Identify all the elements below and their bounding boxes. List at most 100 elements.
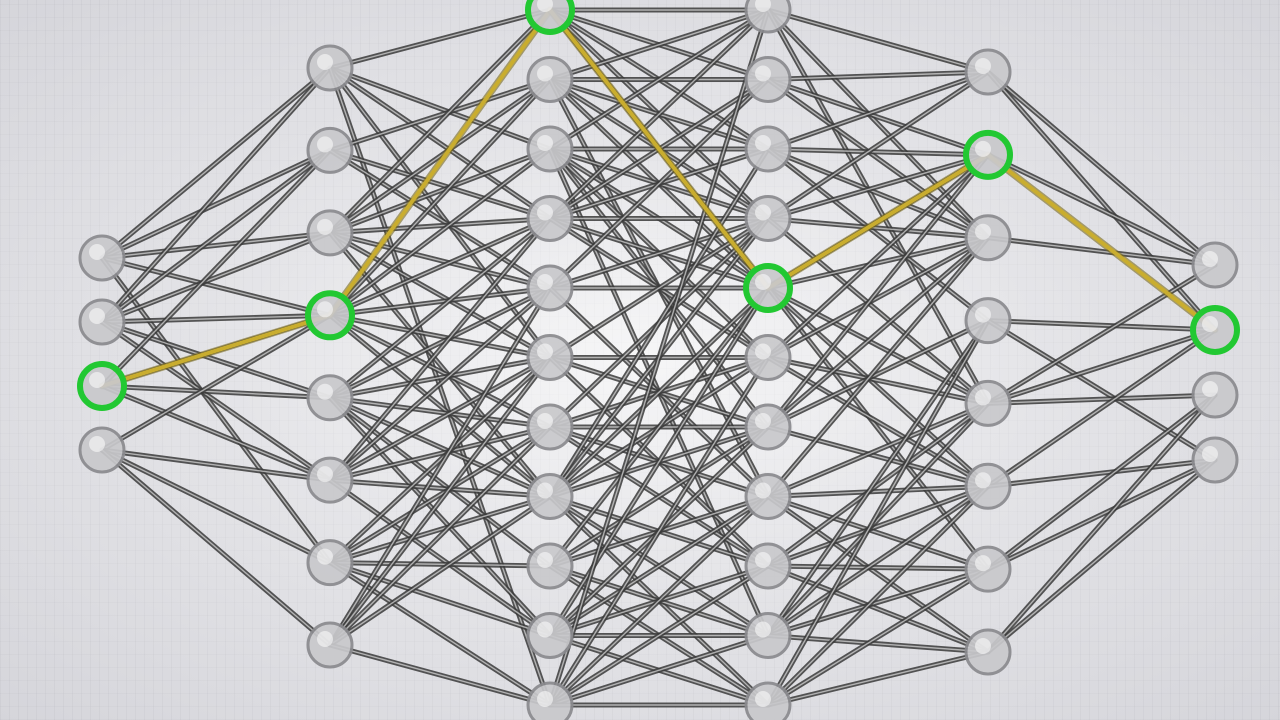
connection-edge-inner xyxy=(987,264,1216,405)
network-node-highlight xyxy=(317,548,333,565)
connection-edge-inner xyxy=(767,9,989,73)
connection-edge-inner xyxy=(329,397,551,567)
network-node-highlight xyxy=(537,135,553,151)
highlighted-edge xyxy=(100,313,332,388)
connection-edge-inner xyxy=(329,397,551,498)
highlighted-node-ring xyxy=(525,0,575,35)
network-node-highlight xyxy=(1202,446,1218,462)
connection-edge-inner xyxy=(767,71,989,150)
connection-edge-inner xyxy=(767,148,989,156)
connection-edge-inner xyxy=(329,218,551,481)
network-node-highlight xyxy=(975,389,991,406)
connection-edge-inner xyxy=(329,217,551,316)
connection-edge-inner xyxy=(767,78,989,156)
connection-edge-inner xyxy=(549,9,769,150)
highlighted-node-ring xyxy=(743,263,793,313)
connection-edge-inner xyxy=(767,319,989,428)
connection-edge-inner xyxy=(549,217,769,289)
highlighted-edge xyxy=(548,8,770,290)
connection-edge-inner xyxy=(329,287,551,481)
connection-edge-inner xyxy=(101,232,331,323)
network-node-highlight xyxy=(317,136,333,153)
highlighted-edge xyxy=(986,152,1217,332)
connection-edge-inner xyxy=(329,9,551,69)
connection-edge-inner xyxy=(329,287,551,316)
connection-edge-inner xyxy=(101,67,331,259)
connection-edge-inner xyxy=(549,565,769,706)
network-node-highlight xyxy=(1202,316,1218,332)
connection-edge-inner xyxy=(329,495,551,564)
network-node-highlight xyxy=(537,691,553,707)
network-node-highlight xyxy=(755,413,771,429)
connection-edge-inner xyxy=(329,356,551,399)
network-node-highlight xyxy=(317,54,333,70)
connection-edge-inner xyxy=(329,561,551,706)
highlighted-edge-group xyxy=(98,6,1219,390)
connection-edge-inner xyxy=(767,237,989,428)
connection-edge-inner xyxy=(329,356,551,481)
connection-edge-inner xyxy=(549,9,769,81)
connection-edge-inner xyxy=(767,402,989,567)
connection-edge-inner xyxy=(329,217,551,399)
connection-edge-inner xyxy=(767,71,989,220)
connection-edge-inner xyxy=(767,485,989,498)
connection-edge-inner xyxy=(329,79,551,316)
connection-edge-inner xyxy=(767,148,989,322)
connection-edge-inner xyxy=(987,329,1216,405)
connection-edge-inner xyxy=(767,356,989,405)
connection-edge-inner xyxy=(549,287,769,498)
network-node-highlight xyxy=(755,135,771,151)
connection-edge-inner xyxy=(329,426,551,564)
network-node-highlight xyxy=(317,301,333,318)
connection-edge-inner xyxy=(549,148,769,497)
connection-edge-inner xyxy=(329,78,551,234)
connection-edge-inner xyxy=(767,217,989,239)
network-node-highlight xyxy=(975,58,991,74)
connection-edge-inner xyxy=(101,149,331,259)
network-node-highlight xyxy=(975,223,991,240)
network-node-highlight xyxy=(1202,251,1218,267)
connection-edge-inner xyxy=(329,287,551,646)
network-node-highlight xyxy=(537,65,553,82)
connection-edge-inner xyxy=(767,568,989,637)
connection-edge-inner xyxy=(549,287,769,567)
connection-edge-inner xyxy=(767,485,989,567)
network-node-highlight xyxy=(755,552,771,568)
connection-edge-inner xyxy=(101,257,331,316)
connection-edge-inner xyxy=(101,449,331,481)
connection-edge-inner xyxy=(987,459,1216,653)
connection-edge-inner xyxy=(767,402,989,498)
connection-edge-inner xyxy=(329,149,551,220)
connection-edge-inner xyxy=(329,479,551,637)
connection-edge-inner xyxy=(987,394,1216,405)
connection-edge-inner xyxy=(329,148,551,234)
connection-edge-inner xyxy=(329,67,551,220)
highlighted-node-ring xyxy=(1190,305,1240,355)
connection-edge-inner xyxy=(767,320,989,636)
network-node-highlight xyxy=(537,343,553,360)
network-node-highlight xyxy=(755,343,771,360)
network-node-highlight xyxy=(975,472,991,489)
network-node-highlight xyxy=(537,552,553,568)
connection-edge-inner xyxy=(329,356,551,564)
edge-group xyxy=(99,7,1218,708)
connection-edge-inner xyxy=(767,154,989,359)
connection-edge-inner xyxy=(101,314,331,323)
network-node-highlight xyxy=(537,204,553,221)
network-node-highlight xyxy=(317,466,333,483)
connection-edge-inner xyxy=(101,385,331,399)
highlighted-edge xyxy=(328,8,552,318)
connection-edge-inner xyxy=(329,357,551,646)
highlighted-node-ring xyxy=(963,129,1013,180)
network-node-highlight xyxy=(975,140,991,157)
connection-edge-inner xyxy=(329,232,551,359)
connection-edge-inner xyxy=(767,402,989,636)
connection-edge-inner xyxy=(987,71,1216,331)
network-node-highlight xyxy=(317,218,333,235)
connection-edge-inner xyxy=(767,154,989,428)
connection-edge-inner xyxy=(549,287,769,636)
connection-edge-inner xyxy=(767,78,989,239)
connection-edge-inner xyxy=(329,78,551,152)
connection-edge-inner xyxy=(549,9,769,220)
